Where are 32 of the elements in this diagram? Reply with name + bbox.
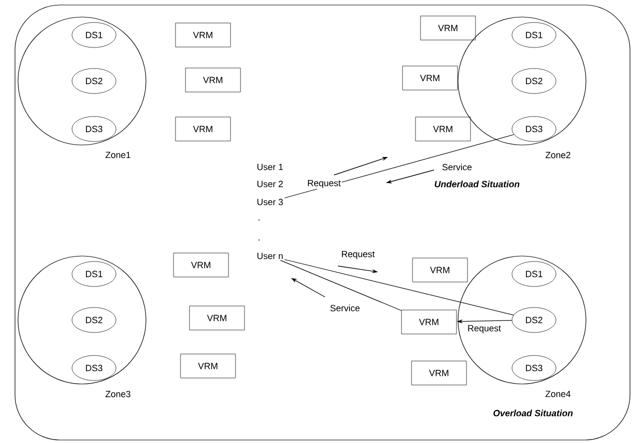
vrm-box: VRM [401,310,457,334]
label-text: Request [340,250,376,260]
vrm-box: VRM [175,116,231,142]
vrm-box: VRM [185,68,241,92]
label-text: Service [441,162,473,172]
node-label: Zone3 [106,390,130,398]
label-text: Request [306,178,342,190]
label-text: . [256,218,262,222]
situation-caption: Underload Situation [433,180,521,188]
label-text: . [256,238,262,242]
label-text: User 1 [256,162,284,172]
vrm-box: VRM [415,116,471,142]
vrm-box: VRM [420,16,476,40]
situation-caption: Overload Situation [492,408,574,418]
vrm-box: VRM [402,66,458,90]
vrm-box: VRM [412,258,468,282]
edge-label: Request [466,324,502,334]
node-label: Zone1 [106,152,130,158]
vrm-box: VRM [411,360,467,386]
connector [284,259,514,316]
label-text: User 2 [256,180,284,188]
connector [280,260,402,311]
vrm-box: VRM [180,354,236,378]
user-text: User 3 [257,198,283,206]
user-text: User n [257,252,283,260]
vrm-box: VRM [189,306,245,330]
connector [284,134,514,198]
vrm-box: VRM [175,22,231,48]
node-label: Zone4 [546,390,570,398]
node-label: Zone2 [546,152,570,158]
label-text: Service [329,304,361,312]
vrm-box: VRM [173,252,229,278]
